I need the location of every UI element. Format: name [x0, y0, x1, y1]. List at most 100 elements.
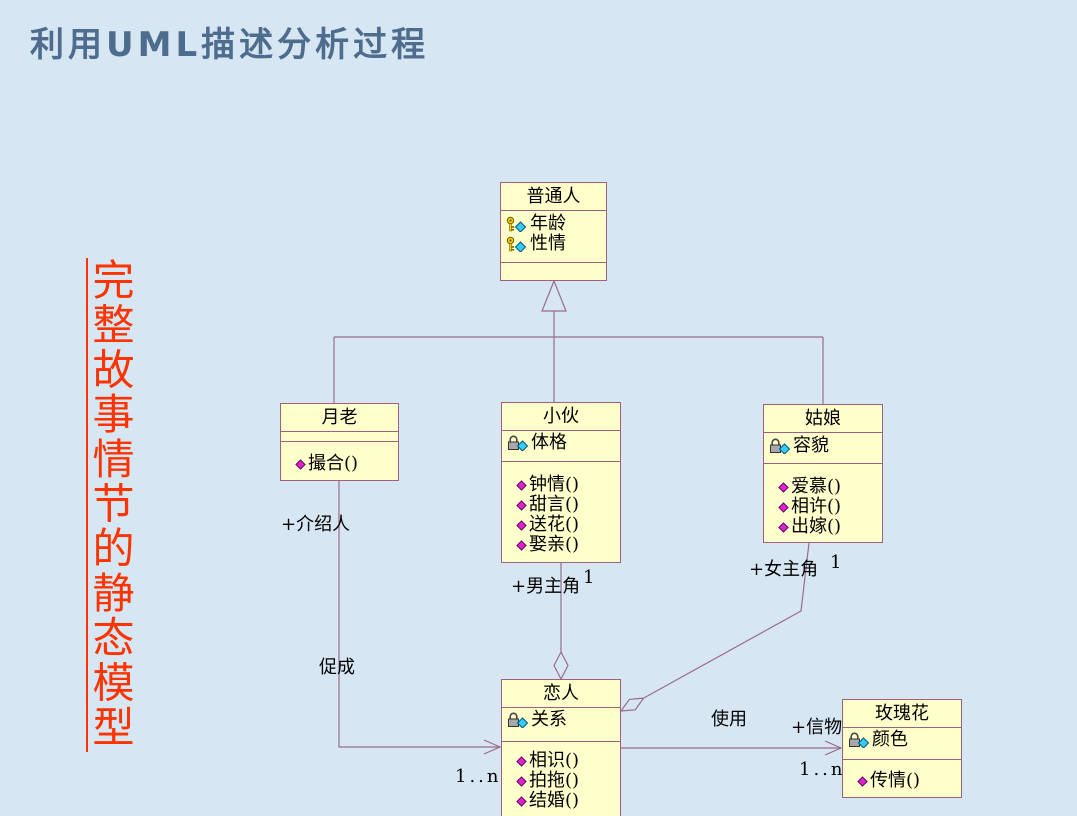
- operation-row: 娶亲(): [502, 535, 620, 555]
- private-attribute-lock-icon: [507, 712, 529, 728]
- role-label-matchmaker: +介绍人: [281, 514, 351, 535]
- class-name: 月老: [281, 404, 398, 432]
- operation-label: 相许(): [791, 496, 842, 517]
- association-lovers-rose: [621, 740, 843, 756]
- class-matchmaker: 月老 撮合(): [280, 403, 399, 481]
- class-name: 普通人: [501, 183, 606, 211]
- attribute-row: 体格: [502, 433, 620, 453]
- operation-label: 送花(): [529, 514, 580, 535]
- operation-compartment: [501, 263, 606, 280]
- public-operation-icon: [857, 775, 868, 787]
- attribute-row: 颜色: [843, 730, 961, 750]
- association-matchmaker-lovers: [338, 481, 502, 755]
- public-operation-icon: [778, 501, 789, 513]
- operation-row: 拍拖(): [502, 771, 620, 791]
- operation-compartment: 爱慕() 相许() 出嫁(): [764, 464, 882, 542]
- operation-label: 出嫁(): [791, 516, 842, 537]
- public-operation-icon: [778, 521, 789, 533]
- class-young-man: 小伙 体格 钟情() 甜言() 送花() 娶亲(): [501, 402, 621, 563]
- class-lovers: 恋人 关系 相识() 拍拖() 结婚(): [501, 679, 621, 816]
- association-line: [338, 481, 500, 748]
- operation-label: 撮合(): [308, 453, 359, 474]
- class-girl: 姑娘 容貌 爱慕() 相许() 出嫁(): [763, 404, 883, 543]
- operation-row: 出嫁(): [764, 517, 882, 537]
- attribute-row: 性情: [501, 234, 606, 254]
- multiplicity-label: 1..n: [799, 759, 846, 780]
- operation-compartment: 钟情() 甜言() 送花() 娶亲(): [502, 462, 620, 562]
- operation-label: 传情(): [870, 770, 921, 791]
- operation-compartment: 传情(): [843, 760, 961, 797]
- public-operation-icon: [516, 539, 527, 551]
- attribute-row: 容貌: [764, 436, 882, 456]
- operation-row: 钟情(): [502, 475, 620, 495]
- operation-label: 爱慕(): [791, 476, 842, 497]
- protected-attribute-key-icon: [506, 216, 526, 232]
- operation-label: 拍拖(): [529, 770, 580, 791]
- public-operation-icon: [516, 499, 527, 511]
- generalization-arrowhead: [541, 279, 567, 312]
- navigation-arrowhead: [824, 740, 843, 756]
- operation-row: 相许(): [764, 497, 882, 517]
- operation-row: 结婚(): [502, 791, 620, 811]
- class-name: 恋人: [502, 680, 620, 708]
- attribute-label: 关系: [531, 709, 567, 730]
- attribute-compartment: 容貌: [764, 433, 882, 464]
- class-name: 姑娘: [764, 405, 882, 433]
- generalization-hierarchy: [333, 279, 824, 404]
- attribute-compartment: [281, 432, 398, 442]
- private-attribute-lock-icon: [848, 732, 870, 748]
- slide-title: 利用UML描述分析过程: [30, 25, 430, 65]
- operation-row: 送花(): [502, 515, 620, 535]
- role-label-groom: +男主角: [511, 576, 581, 597]
- attribute-compartment: 体格: [502, 431, 620, 462]
- public-operation-icon: [778, 481, 789, 493]
- role-label-bride: +女主角: [749, 559, 819, 580]
- operation-label: 相识(): [529, 750, 580, 771]
- aggregation-diamond: [619, 697, 645, 712]
- operation-compartment: 相识() 拍拖() 结婚(): [502, 742, 620, 816]
- public-operation-icon: [516, 519, 527, 531]
- protected-attribute-key-icon: [506, 236, 526, 252]
- public-operation-icon: [516, 479, 527, 491]
- attribute-label: 颜色: [872, 729, 908, 750]
- private-attribute-lock-icon: [769, 438, 791, 454]
- multiplicity-label: 1: [583, 567, 595, 588]
- attribute-label: 年龄: [530, 213, 566, 234]
- operation-row: 相识(): [502, 751, 620, 771]
- class-name: 小伙: [502, 403, 620, 431]
- public-operation-icon: [516, 795, 527, 807]
- attribute-row: 关系: [502, 710, 620, 730]
- operation-label: 钟情(): [529, 474, 580, 495]
- attribute-compartment: 年龄 性情: [501, 211, 606, 263]
- operation-row: 传情(): [843, 771, 961, 791]
- attribute-compartment: 关系: [502, 708, 620, 742]
- class-rose: 玫瑰花 颜色 传情(): [842, 699, 962, 798]
- role-label-keepsake: +信物: [791, 717, 843, 738]
- attribute-label: 性情: [530, 233, 566, 254]
- multiplicity-label: 1: [830, 552, 842, 573]
- aggregation-diamond: [553, 650, 569, 681]
- operation-compartment: 撮合(): [281, 442, 398, 480]
- class-ordinary-person: 普通人 年龄 性情: [500, 182, 607, 281]
- public-operation-icon: [295, 458, 306, 470]
- side-caption: 完整故事情节的静态模型: [86, 258, 135, 752]
- public-operation-icon: [516, 755, 527, 767]
- attribute-label: 容貌: [793, 435, 829, 456]
- attribute-label: 体格: [531, 432, 567, 453]
- class-name: 玫瑰花: [843, 700, 961, 728]
- public-operation-icon: [516, 775, 527, 787]
- attribute-compartment: 颜色: [843, 728, 961, 760]
- aggregation-line: [643, 542, 810, 699]
- navigation-arrowhead: [483, 739, 502, 755]
- association-name-label: 促成: [319, 657, 355, 678]
- association-name-label: 使用: [711, 709, 747, 730]
- operation-label: 结婚(): [529, 790, 580, 811]
- operation-row: 甜言(): [502, 495, 620, 515]
- operation-label: 甜言(): [529, 494, 580, 515]
- multiplicity-label: 1..n: [455, 766, 502, 787]
- operation-label: 娶亲(): [529, 534, 580, 555]
- operation-row: 撮合(): [281, 454, 398, 474]
- operation-row: 爱慕(): [764, 477, 882, 497]
